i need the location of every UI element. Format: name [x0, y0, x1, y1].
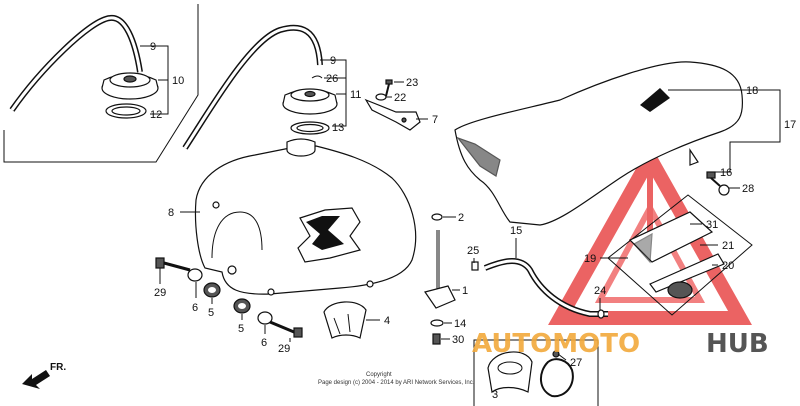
callout-11: 11 — [350, 89, 361, 101]
cushion-5b — [233, 298, 251, 314]
callout-14: 14 — [454, 318, 466, 330]
leader-lines — [140, 45, 781, 361]
copyright-line-2: Page design (c) 2004 - 2014 by ARI Netwo… — [318, 380, 475, 386]
band-27 — [540, 350, 574, 398]
front-direction-arrow: FR. — [22, 362, 66, 389]
inset-box-right — [607, 194, 753, 316]
watermark-text-automoto: AUTOMOTO — [472, 329, 640, 359]
callout-15: 15 — [510, 225, 522, 237]
callout-31: 31 — [706, 219, 718, 231]
tank-rubber-4 — [323, 301, 367, 339]
callout-21: 21 — [722, 240, 734, 252]
callout-4: 4 — [384, 315, 390, 327]
watermark-text-hub: HUB — [706, 329, 769, 359]
cushion-29a — [155, 257, 191, 272]
clip-24 — [597, 309, 605, 319]
callout-12: 12 — [150, 109, 162, 121]
callout-24: 24 — [594, 285, 606, 297]
copyright-line-1: Copyright — [366, 372, 392, 378]
front-label: FR. — [50, 362, 66, 373]
callout-28: 28 — [742, 183, 754, 195]
callout-6-left: 6 — [192, 302, 198, 314]
cushion-6a — [187, 268, 203, 282]
callout-23: 23 — [406, 77, 418, 89]
callout-13: 13 — [332, 122, 344, 134]
seat — [454, 61, 744, 226]
rubber-3 — [487, 351, 533, 394]
callout-20: 20 — [722, 260, 734, 272]
inset-box-bottom — [473, 339, 599, 406]
callout-9-left: 9 — [150, 41, 156, 53]
callout-8: 8 — [168, 207, 174, 219]
callout-5-left: 5 — [208, 307, 214, 319]
fuel-tank — [194, 138, 417, 296]
inset-box-left — [3, 4, 199, 163]
callout-25: 25 — [467, 245, 479, 257]
callout-29-right: 29 — [278, 343, 290, 355]
callout-17: 17 — [784, 119, 796, 131]
seat-bolt — [706, 171, 730, 196]
cushion-5a — [203, 282, 221, 298]
callout-10: 10 — [172, 75, 184, 87]
watermark-logo-text: AUTOMOTO HUB — [472, 329, 769, 359]
callout-26: 26 — [326, 73, 338, 85]
callout-30: 30 — [452, 334, 464, 346]
callout-27: 27 — [570, 357, 582, 369]
valve-bolt-30 — [432, 333, 441, 345]
fuel-cap-left — [101, 72, 159, 100]
callout-22: 22 — [394, 92, 406, 104]
callout-5-right: 5 — [238, 323, 244, 335]
clip-25 — [471, 261, 479, 271]
cushion-6b — [257, 311, 273, 325]
callout-19: 19 — [584, 253, 596, 265]
callout-2: 2 — [458, 212, 464, 224]
callout-16: 16 — [720, 167, 732, 179]
valve-washer-14 — [430, 319, 444, 327]
callout-labels: 9 10 12 9 26 11 13 23 22 7 18 17 16 28 8… — [150, 41, 796, 401]
fuel-valve — [424, 213, 456, 345]
callout-6-right: 6 — [261, 337, 267, 349]
callout-1: 1 — [462, 285, 468, 297]
callout-9-center: 9 — [330, 55, 336, 67]
callout-29-left: 29 — [154, 287, 166, 299]
callout-18: 18 — [746, 85, 758, 97]
hose-clip-26 — [311, 75, 323, 79]
fuel-cap-center — [282, 88, 338, 115]
callout-3: 3 — [492, 389, 498, 401]
bolt-29b — [269, 320, 303, 338]
callout-7: 7 — [432, 114, 438, 126]
